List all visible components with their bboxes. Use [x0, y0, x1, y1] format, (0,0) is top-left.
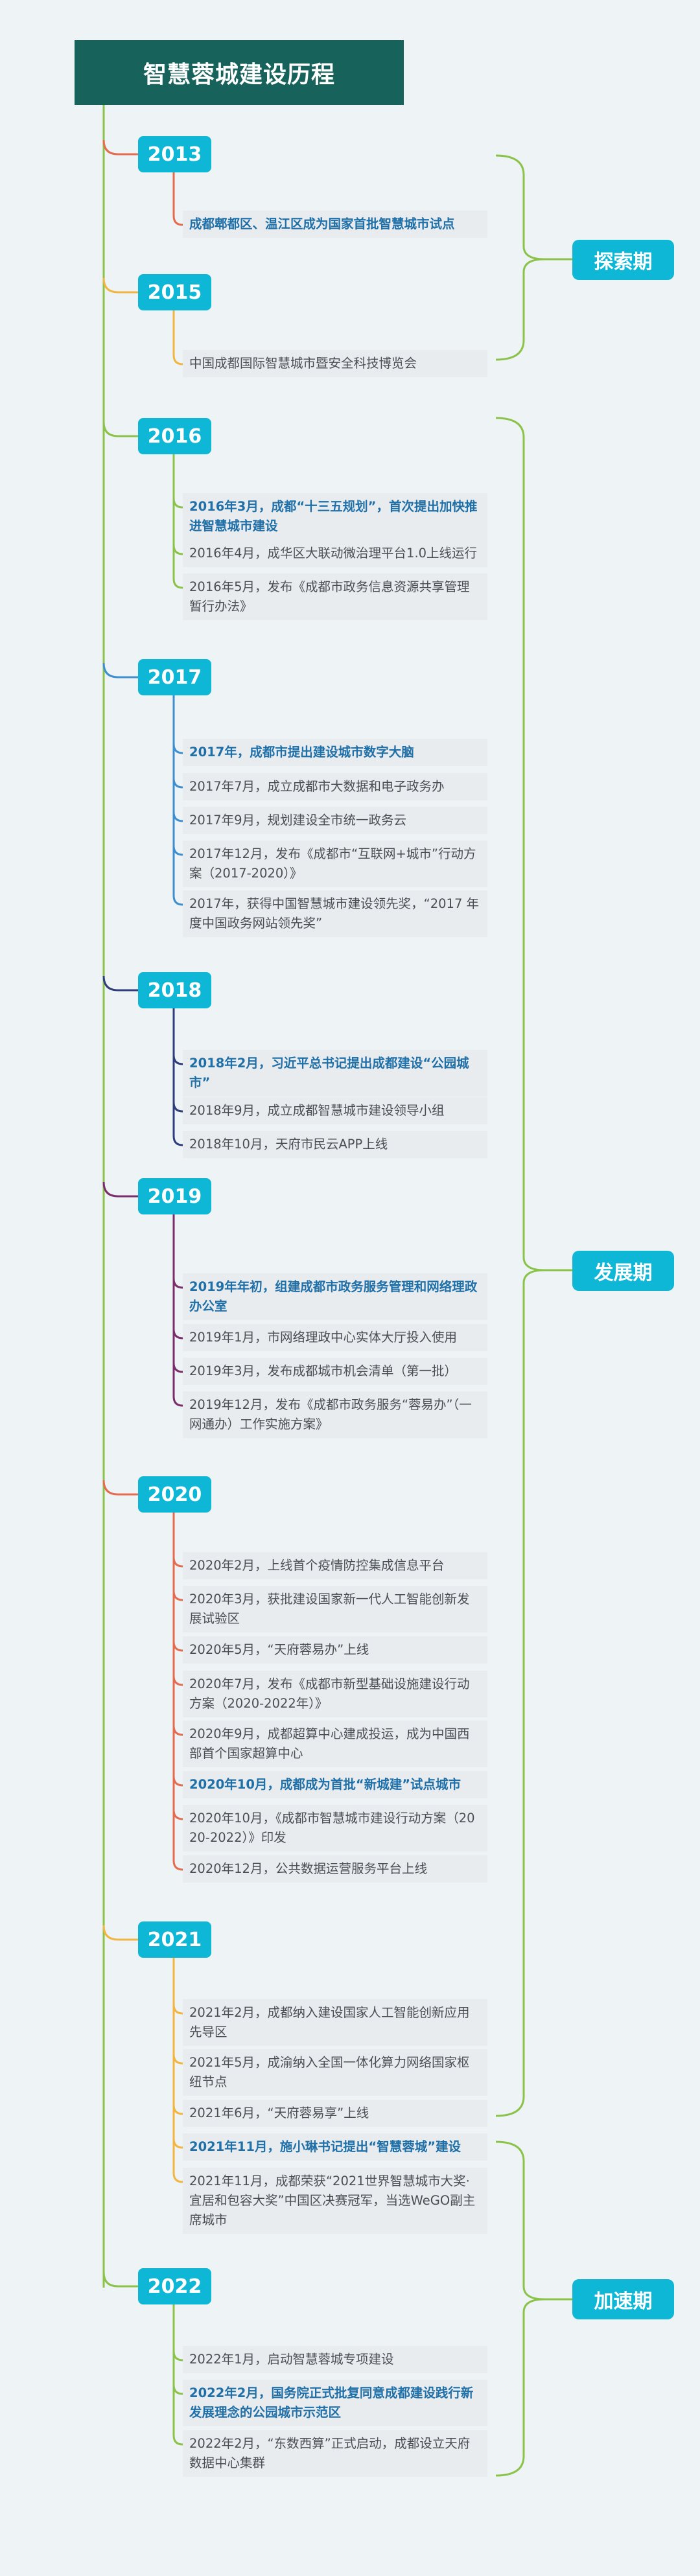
year-connector	[102, 662, 138, 679]
event-item: 2017年，获得中国智慧城市建设领先奖，“2017 年度中国政务网站领先奖”	[183, 890, 487, 937]
event-connector	[172, 2004, 183, 2015]
event-item: 2018年9月，成立成都智慧城市建设领导小组	[183, 1097, 487, 1124]
event-connector	[172, 1135, 183, 1146]
event-connector	[172, 215, 183, 226]
year-connector	[102, 975, 138, 992]
event-item: 2017年，成都市提出建设城市数字大脑	[183, 739, 487, 766]
event-connector	[172, 845, 183, 856]
event-item: 2020年9月，成都超算中心建成投运，成为中国西部首个国家超算中心	[183, 1721, 487, 1767]
year-node-2021[interactable]: 2021	[138, 1921, 211, 1958]
year-connector	[102, 2271, 138, 2288]
year-connector	[102, 139, 138, 156]
year-connector	[102, 1181, 138, 1198]
event-connector	[172, 498, 183, 509]
year-connector	[102, 1479, 138, 1496]
event-connector	[172, 354, 183, 366]
event-connector	[172, 1590, 183, 1601]
event-connector	[172, 1329, 183, 1340]
year-node-2016[interactable]: 2016	[138, 418, 211, 454]
event-connector	[172, 2138, 183, 2149]
year-connector	[102, 421, 138, 437]
event-item: 2017年9月，规划建设全市统一政务云	[183, 807, 487, 834]
year-node-2019[interactable]: 2019	[138, 1178, 211, 1214]
event-connector	[172, 1675, 183, 1686]
event-connector	[172, 778, 183, 789]
phase-label[interactable]: 发展期	[572, 1251, 674, 1291]
root-title: 智慧蓉城建设历程	[75, 40, 404, 105]
event-connector	[172, 1641, 183, 1652]
event-item: 2020年3月，获批建设国家新一代人工智能创新发展试验区	[183, 1586, 487, 1632]
event-connector	[172, 1362, 183, 1373]
event-item: 2017年7月，成立成都市大数据和电子政务办	[183, 773, 487, 800]
event-item: 2020年5月，“天府蓉易办”上线	[183, 1636, 487, 1664]
year-node-2020[interactable]: 2020	[138, 1476, 211, 1513]
year-node-2017[interactable]: 2017	[138, 659, 211, 695]
year-connector	[102, 277, 138, 294]
event-item: 2019年年初，组建成都市政务服务管理和网络理政办公室	[183, 1273, 487, 1320]
event-item: 2019年12月，发布《成都市政务服务“蓉易办”（一网通办）工作实施方案》	[183, 1391, 487, 1438]
event-item: 2019年3月，发布成都城市机会清单（第一批）	[183, 1358, 487, 1385]
event-item: 2020年12月，公共数据运营服务平台上线	[183, 1855, 487, 1883]
phase-label[interactable]: 探索期	[572, 240, 674, 280]
event-item: 2016年4月，成华区大联动微治理平台1.0上线运行	[183, 540, 487, 567]
event-item: 2019年1月，市网络理政中心实体大厅投入使用	[183, 1324, 487, 1351]
year-node-2018[interactable]: 2018	[138, 972, 211, 1008]
event-item: 2021年11月，成都荣获“2021世界智慧城市大奖·宜居和包容大奖”中国区决赛…	[183, 2168, 487, 2234]
event-connector	[172, 2384, 183, 2395]
event-item: 2021年2月，成都纳入建设国家人工智能创新应用先导区	[183, 1999, 487, 2046]
event-item: 2020年10月，《成都市智慧城市建设行动方案（2020-2022）》印发	[183, 1805, 487, 1851]
event-item: 2018年10月，天府市民云APP上线	[183, 1131, 487, 1158]
event-item: 2018年2月，习近平总书记提出成都建设“公园城市”	[183, 1050, 487, 1097]
event-connector	[172, 2104, 183, 2115]
event-item: 中国成都国际智慧城市暨安全科技博览会	[183, 350, 487, 377]
year-node-2022[interactable]: 2022	[138, 2268, 211, 2304]
event-connector	[172, 1557, 183, 1568]
event-item: 2016年3月，成都“十三五规划”，首次提出加快推进智慧城市建设	[183, 493, 487, 540]
event-connector	[172, 1809, 183, 1820]
event-item: 2020年2月，上线首个疫情防控集成信息平台	[183, 1552, 487, 1579]
event-item: 2021年11月，施小琳书记提出“智慧蓉城”建设	[183, 2133, 487, 2161]
event-connector	[172, 1054, 183, 1065]
event-connector	[172, 2350, 183, 2361]
event-item: 2020年7月，发布《成都市新型基础设施建设行动方案（2020-2022年）》	[183, 1671, 487, 1717]
event-connector	[172, 2435, 183, 2446]
event-connector	[172, 743, 183, 754]
event-item: 2022年2月，国务院正式批复同意成都建设践行新发展理念的公园城市示范区	[183, 2380, 487, 2426]
event-connector	[172, 578, 183, 589]
event-connector	[172, 1860, 183, 1871]
event-connector	[172, 895, 183, 906]
event-item: 2022年1月，启动智慧蓉城专项建设	[183, 2346, 487, 2373]
event-item: 2016年5月，发布《成都市政务信息资源共享管理暂行办法》	[183, 574, 487, 620]
event-connector	[172, 544, 183, 555]
event-connector	[172, 1396, 183, 1407]
event-connector	[172, 1278, 183, 1289]
event-connector	[172, 811, 183, 822]
event-item: 成都郫都区、温江区成为国家首批智慧城市试点	[183, 211, 487, 238]
event-connector	[172, 2172, 183, 2183]
event-connector	[172, 1102, 183, 1113]
event-item: 2020年10月，成都成为首批“新城建”试点城市	[183, 1771, 487, 1798]
event-item: 2021年5月，成渝纳入全国一体化算力网络国家枢纽节点	[183, 2049, 487, 2096]
event-item: 2017年12月，发布《成都市“互联网+城市”行动方案（2017-2020）》	[183, 841, 487, 887]
year-node-2015[interactable]: 2015	[138, 274, 211, 310]
year-connector	[102, 1925, 138, 1941]
phase-label[interactable]: 加速期	[572, 2279, 674, 2319]
event-connector	[172, 1776, 183, 1787]
year-node-2013[interactable]: 2013	[138, 136, 211, 172]
event-item: 2021年6月，“天府蓉易享”上线	[183, 2100, 487, 2127]
event-item: 2022年2月，“东数西算”正式启动，成都设立天府数据中心集群	[183, 2430, 487, 2477]
event-connector	[172, 2054, 183, 2065]
event-connector	[172, 1725, 183, 1736]
